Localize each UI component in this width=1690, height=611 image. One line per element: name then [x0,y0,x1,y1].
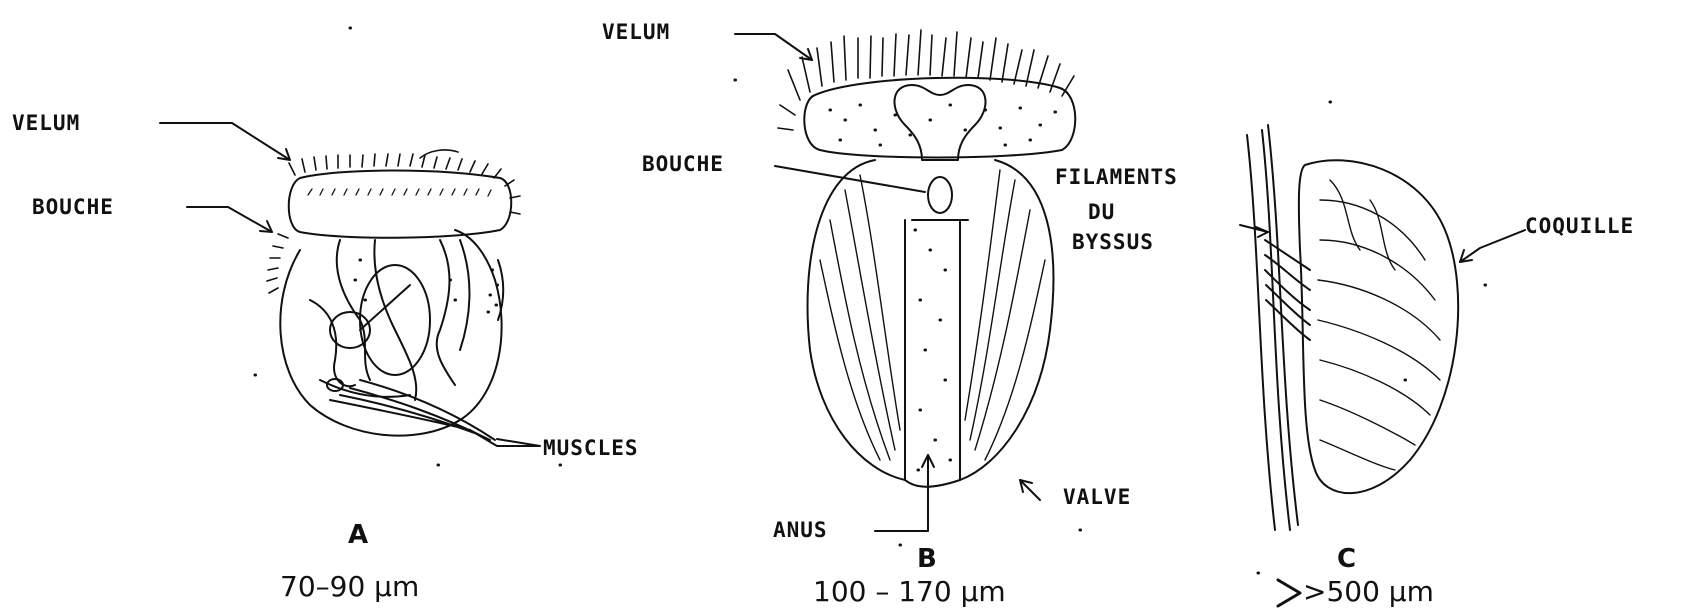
muscles-a-leader [470,430,540,446]
figure-a-velum-texture [308,189,491,196]
figure-b-velum-cilia [778,30,1074,130]
figure-b-striations [820,170,1045,460]
bouche-a-label: BOUCHE [32,195,114,219]
velum-a-leader [160,123,290,160]
anus-label: ANUS [773,518,828,542]
figure-c-size: >500 µm [1303,575,1434,608]
bouche-a-leader [187,207,272,232]
figure-b-mouth [928,177,952,213]
filaments-line2-label: DU [1088,200,1115,224]
velum-a-label: VELUM [12,111,80,135]
figure-a-letter: A [348,520,368,550]
figure-a-body [280,230,501,436]
figure-c-leaders [1240,225,1525,262]
velum-b-label: VELUM [602,20,670,44]
figure-a-dots [355,260,498,312]
figure-b-gut [915,230,951,470]
figure-b-shell [808,160,1054,487]
figure-b-drawing [778,30,1075,487]
greater-than-mark [1278,580,1300,606]
muscles-label: MUSCLES [543,436,639,460]
coquille-label: COQUILLE [1525,214,1634,238]
figure-c-drawing [1247,125,1458,530]
figure-c-growth-lines [1318,180,1440,470]
figure-a-size: 70–90 µm [280,570,419,603]
figure-c-substrate [1247,125,1298,530]
figure-a-stomach [337,240,370,380]
specks [255,28,1486,573]
figure-b-size: 100 – 170 µm [813,575,1006,608]
figure-b-velum [804,78,1075,158]
figure-c-letter: C [1337,544,1356,574]
coquille-leader [1460,230,1525,262]
figure-b-letter: B [917,544,937,574]
bouche-b-label: BOUCHE [642,152,724,176]
filaments-line1-label: FILAMENTS [1055,165,1178,189]
figure-a-velum [289,171,512,238]
valve-label: VALVE [1063,485,1131,509]
figure-c-shell [1299,160,1458,493]
figure-b-foot [895,85,986,160]
filaments-line3-label: BYSSUS [1072,230,1154,254]
figure-b-velum-texture [830,105,1056,145]
anus-b-leader [875,455,928,531]
bouche-b-leader [775,166,925,192]
velum-b-leader [735,34,812,60]
figure-a-drawing [267,150,520,440]
